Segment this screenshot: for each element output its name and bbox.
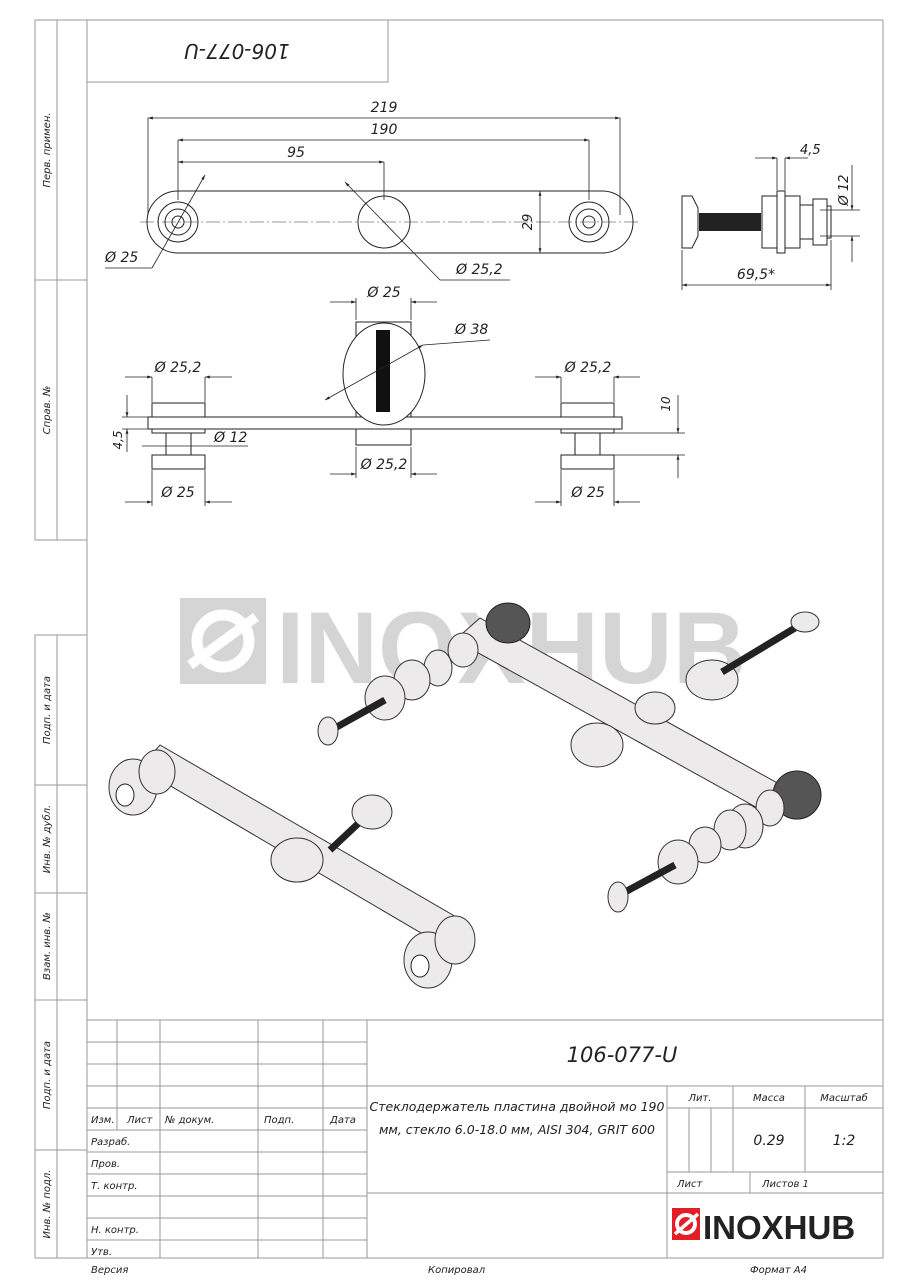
scale-label: Масштаб [820,1092,868,1104]
top-view: 219 190 95 29 Ø 25 Ø 25,2 [104,100,640,281]
dim-10: 10 [659,396,673,412]
role-label: Н. контр. [91,1225,139,1236]
code-box-top [86,19,389,83]
dim-right-bottom: Ø 25 [570,485,604,501]
dim-pin-12: Ø 12 [213,430,247,446]
drawing-code-rotated: 106-077-U [184,39,290,63]
role-label: Т. контр. [91,1181,138,1192]
header-izm: Изм. [91,1115,115,1126]
dim-69-5: 69,5* [737,267,775,283]
header-doc: № докум. [164,1115,214,1126]
description-line2: мм, стекло 6.0-18.0 мм, AISI 304, GRIT 6… [379,1122,655,1137]
dim-center-bottom: Ø 25,2 [360,457,408,473]
drawing-code: 106-077-U [567,1043,678,1067]
strip-label: Инв. № дубл. [41,805,53,873]
front-view: Ø 25 Ø 38 Ø 25,2 Ø 25,2 4,5 Ø 12 10 Ø 25… [111,285,685,506]
header-list: Лист [126,1115,154,1126]
strip-label: Взам. инв. № [42,912,53,980]
dim-circle-38: Ø 38 [454,322,488,338]
dim-left-bottom: Ø 25 [160,485,194,501]
mass-value: 0.29 [753,1133,784,1149]
dim-right-top: Ø 25,2 [564,360,612,376]
dim-190: 190 [371,122,398,138]
role-label: Утв. [91,1247,112,1258]
sheets-label: Листов 1 [761,1179,809,1190]
dim-hole-dia: Ø 25 [104,250,138,266]
copied-label: Копировал [428,1265,486,1276]
strip-label: Подп. и дата [42,1041,53,1109]
header-sign: Подп. [264,1115,294,1126]
dim-center-dia: Ø 25,2 [455,262,503,278]
dim-plate-4-5: 4,5 [111,430,125,449]
mass-label: Масса [753,1093,785,1104]
isometric-view [108,602,822,989]
strip-label: Инв. № подл. [42,1170,53,1239]
header-date: Дата [329,1115,356,1126]
side-strip: Перв. примен. Справ. № Подп. и дата Инв.… [34,19,88,1259]
strip-label: Перв. примен. [42,112,53,187]
dim-top-center: Ø 25 [366,285,400,301]
dim-pin-dia: Ø 12 [837,175,852,207]
role-label: Пров. [91,1159,120,1170]
dim-4-5: 4,5 [800,143,821,158]
strip-label: Справ. № [42,386,53,435]
logo-text: INOXHUB [703,1209,855,1246]
title-block: Изм. Лист № докум. Подп. Дата Разраб. Пр… [87,1019,883,1276]
format-label: Формат A4 [750,1265,807,1276]
inoxhub-logo: INOXHUB [672,1208,855,1246]
dim-29: 29 [521,214,536,231]
scale-value: 1:2 [833,1133,856,1149]
lit-label: Лит. [687,1093,711,1104]
role-label: Разраб. [91,1136,130,1148]
dim-219: 219 [371,100,398,116]
dim-left-top: Ø 25,2 [154,360,202,376]
version-label: Версия [91,1265,128,1276]
side-view: 4,5 Ø 12 69,5* [681,143,860,290]
sheet-label: Лист [676,1179,704,1190]
description-line1: Стеклодержатель пластина двойной мо 190 [370,1099,665,1114]
dim-95: 95 [287,145,305,161]
strip-label: Подп. и дата [42,676,53,744]
